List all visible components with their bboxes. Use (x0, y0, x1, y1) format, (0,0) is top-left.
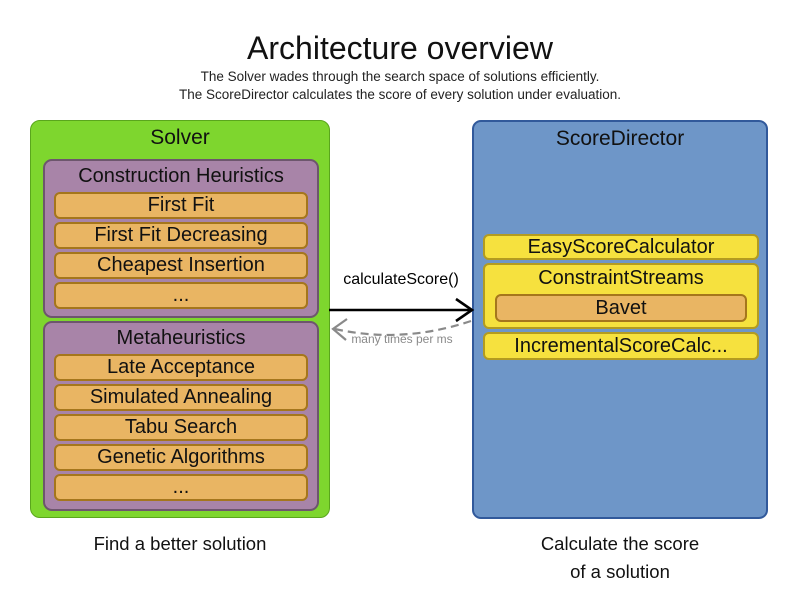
calculate-score-label: calculateScore() (343, 271, 459, 288)
scoredirector-caption-line-1: Calculate the score (540, 533, 700, 554)
bavet-box: Bavet (495, 294, 747, 322)
heuristic-item-more: ... (54, 282, 308, 309)
metaheuristic-item-more: ... (54, 474, 308, 501)
heuristic-item: First Fit Decreasing (54, 222, 308, 249)
heuristic-item: First Fit (54, 192, 308, 219)
construction-heuristics-title: Construction Heuristics (78, 165, 284, 187)
page-title: Architecture overview (247, 30, 553, 66)
easy-score-calculator-box: EasyScoreCalculator (483, 234, 759, 260)
constraint-streams-title: ConstraintStreams (538, 267, 704, 289)
metaheuristic-item: Tabu Search (54, 414, 308, 441)
metaheuristic-item: Genetic Algorithms (54, 444, 308, 471)
incremental-score-calculator-box: IncrementalScoreCalc... (483, 332, 759, 360)
scoredirector-caption: Calculate the score of a solution (472, 530, 768, 585)
scoredirector-box: ScoreDirector EasyScoreCalculator Constr… (472, 120, 768, 519)
subtitle-line-2: The ScoreDirector calculates the score o… (179, 87, 621, 102)
arrow-graphics (329, 297, 475, 341)
scoredirector-title: ScoreDirector (555, 127, 685, 150)
construction-heuristics-group: Construction Heuristics First Fit First … (43, 159, 319, 318)
frequency-label: many times per ms (351, 332, 453, 346)
constraint-streams-box: ConstraintStreams Bavet (483, 263, 759, 329)
scoredirector-caption-line-2: of a solution (570, 560, 670, 582)
metaheuristic-item: Late Acceptance (54, 354, 308, 381)
dashed-return-arrow (334, 319, 472, 337)
heuristic-item: Cheapest Insertion (54, 252, 308, 279)
solver-title: Solver (150, 126, 210, 149)
solver-caption: Find a better solution (93, 533, 267, 554)
subtitle-line-1: The Solver wades through the search spac… (200, 69, 600, 84)
metaheuristics-group: Metaheuristics Late Acceptance Simulated… (43, 321, 319, 511)
solver-box: Solver Construction Heuristics First Fit… (30, 120, 330, 518)
metaheuristics-title: Metaheuristics (116, 327, 246, 349)
subtitle: The Solver wades through the search spac… (0, 68, 800, 104)
metaheuristic-item: Simulated Annealing (54, 384, 308, 411)
solid-arrow-head (455, 297, 475, 323)
dashed-arrow-head (331, 318, 348, 341)
